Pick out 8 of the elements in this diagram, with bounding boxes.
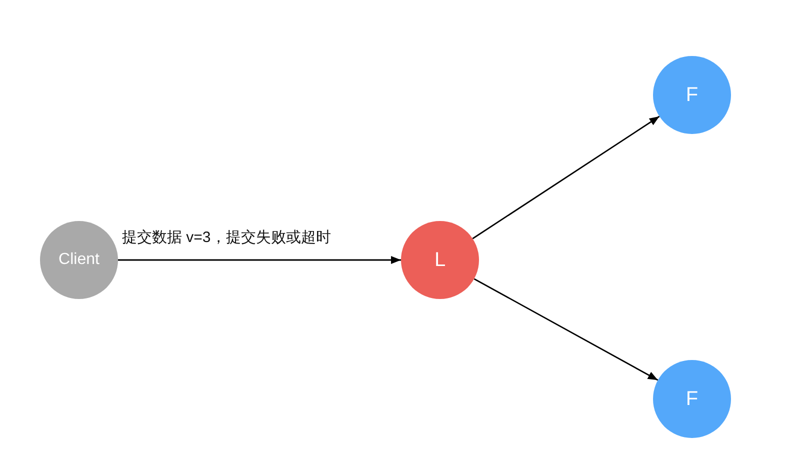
- node-label: L: [434, 249, 446, 271]
- node-label: Client: [58, 251, 100, 269]
- arrow: [474, 278, 658, 381]
- node-label: F: [686, 388, 698, 410]
- edge-label: 提交数据 v=3，提交失败或超时: [121, 229, 332, 247]
- arrow: [472, 116, 660, 240]
- arrow: [118, 256, 401, 264]
- node-label: F: [686, 84, 698, 106]
